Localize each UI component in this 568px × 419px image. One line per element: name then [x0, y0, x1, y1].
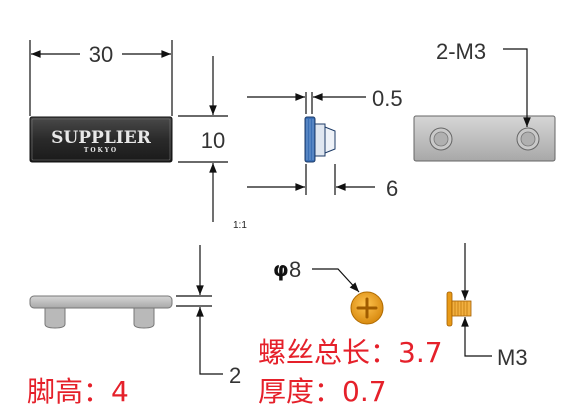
thread-arrow-up — [461, 317, 492, 357]
holes-leader — [503, 48, 531, 127]
foot-height-dimension: 2 — [229, 363, 241, 388]
plate-brand: SUPPLIER — [51, 128, 152, 148]
nameplate — [29, 116, 173, 163]
height-dimension: 10 — [201, 128, 225, 153]
foot-height-note: 脚高：4 — [27, 375, 129, 408]
depth-dimension: 6 — [386, 176, 398, 201]
plate-city: TOKYO — [84, 147, 118, 154]
bottom-view: 2 — [29, 245, 241, 388]
foot-left — [44, 307, 66, 329]
front-view: 30 SUPPLIER TOKYO 10 1:1 — [29, 40, 247, 231]
screw-head-side — [446, 291, 453, 327]
side-view: 0.5 6 — [247, 86, 403, 201]
foot-right — [133, 307, 155, 329]
plate-back — [413, 115, 556, 162]
foot-dim-arrow-up — [196, 307, 223, 375]
screw-views: φ 8 M3 — [273, 243, 528, 370]
screw-thread — [451, 300, 472, 317]
screw-length-note: 螺丝总长：3.7 — [258, 336, 443, 369]
diameter-symbol: φ — [273, 257, 289, 281]
diameter-leader — [312, 268, 360, 293]
back-view: 2-M3 — [413, 39, 556, 162]
thickness-note: 厚度：0.7 — [258, 375, 387, 408]
holes-label: 2-M3 — [436, 39, 486, 64]
plate-bottom — [29, 295, 173, 309]
screw-diameter: 8 — [289, 257, 301, 282]
thickness-dimension: 0.5 — [372, 86, 403, 111]
phillips-cross — [356, 297, 378, 319]
width-dimension: 30 — [89, 42, 113, 67]
foot-profile — [314, 123, 326, 157]
thread-size: M3 — [497, 345, 528, 370]
scale-label: 1:1 — [233, 220, 247, 231]
